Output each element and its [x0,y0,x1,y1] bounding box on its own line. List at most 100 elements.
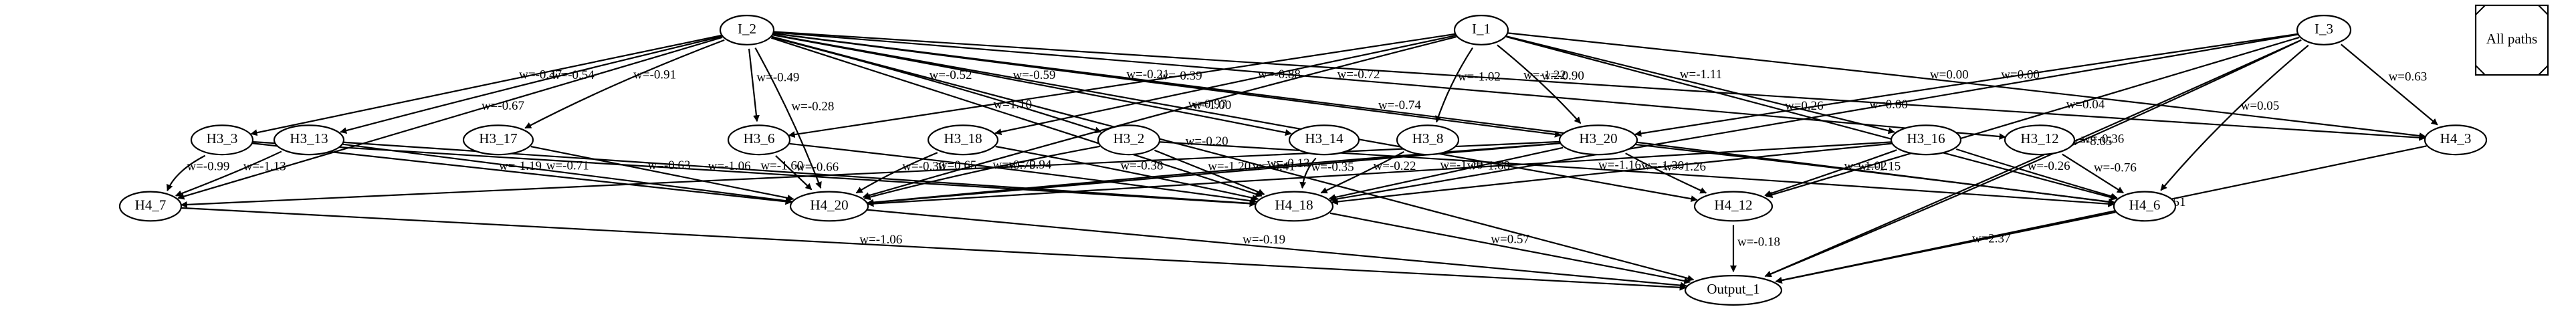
edge-H3_12-to-H4_6: w=-0.76 [2062,153,2137,194]
edge-weight-label: w=0.65 [938,159,977,173]
edge-line [1435,47,1474,123]
edge-line [167,154,206,191]
edge-line [867,142,1560,206]
node-ellipse [1288,124,1360,156]
node-label: H3_8 [1412,130,1444,146]
node-label: H3_12 [2020,130,2058,146]
edge-weight-label: w=-0.76 [2094,161,2137,175]
edge-H4_12-to-Output_1: w=-0.18 [1730,225,1780,272]
edge-H3_20-to-H4_20: w=-0.13 [867,142,1560,206]
node-label: I_3 [2315,21,2333,37]
edge-I_3-to-Output_1: w=-8.05 [1764,39,2302,278]
edge-I_2-to-H4_20: w=-0.28 [754,47,834,189]
edge-line [773,31,2426,141]
edge-I_2-to-H3_6: w=-0.49 [748,48,799,122]
edge-H3_16-to-H4_6: w=-0.26 [1955,148,2118,200]
edge-H3_20-to-H4_6: w=-1.15 [1636,143,2115,205]
edge-line [1299,157,1317,189]
edge-H4_20-to-Output_1: w=-0.19 [867,209,1687,289]
edge-weight-label: w=-0.59 [1012,68,1055,82]
edge-weight-label: w=-0.52 [930,68,972,82]
edge-line [1764,149,1897,197]
edge-weight-label: w=-1.11 [1680,68,1722,82]
node-h3-16: H3_16 [1890,124,1962,156]
edge-weight-label: w=-1.02 [1458,70,1501,84]
node-i-3: I_3 [2296,15,2352,45]
edge-line [1328,146,1564,201]
edge-line [1764,39,2302,278]
edge-I_2-to-H4_7: w=-0.67 [177,36,723,200]
edge-H3_6-to-H4_20: w=-0.66 [775,154,839,191]
node-h4-3: H4_3 [2424,124,2488,156]
edge-I_3-to-Output_1: w=-0.36 [1764,39,2302,278]
node-h3-6: H3_6 [727,124,791,156]
node-ellipse [1693,191,1774,222]
edge-line [1775,211,2116,284]
edge-weight-label: w=2.37 [1972,231,2011,245]
node-h3-12: H3_12 [2004,124,2076,156]
edge-line [1636,143,2115,205]
edge-line [772,33,1698,203]
edge-H3_13-to-H4_7: w=-1.13 [175,150,286,197]
edge-weight-label: w=-1.60 [760,159,803,173]
node-ellipse [2296,15,2352,45]
node-h3-20: H3_20 [1558,124,1638,156]
edge-weight-label: w=-0.90 [1541,69,1584,83]
edge-I_2-to-H4_18: w=1.10 [771,37,1263,197]
edge-weight-label: w=-0.21 [1126,68,1169,82]
legend-box: All paths [2474,4,2549,76]
edge-I_1-to-H4_20: w=0.97 [862,35,1457,199]
edge-weight-label: w=1.00 [1193,98,1232,112]
node-ellipse [273,124,345,156]
edge-weight-label: w=-1.06 [859,233,902,247]
edge-line [771,36,1102,134]
edge-weight-label: w=-0.49 [756,71,799,85]
node-ellipse [118,191,183,222]
node-h3-8: H3_8 [1396,124,1460,156]
edge-weight-label: w=-0.75 [992,158,1035,172]
node-label: H3_16 [1907,130,1945,146]
edge-weight-label: w=-0.72 [1337,68,1380,82]
edge-line [342,143,792,205]
edge-weight-label: w=-0.39 [1160,69,1202,83]
edge-weight-label: w=-0.19 [1243,233,1285,247]
node-h4-7: H4_7 [118,191,183,222]
edge-weight-label: w=-1.40 [1440,158,1483,172]
edge-weight-label: w=-1.22 [1523,68,1566,82]
edge-weight-label: w=-0.99 [187,160,229,174]
edge-line [1765,36,2300,198]
node-label: H4_20 [810,197,848,213]
edge-line [995,145,1259,201]
edge-weight-label: w=0.04 [2066,98,2105,112]
edge-I_2-to-H4_12: w=1.00 [772,33,1698,203]
edge-H3_16-to-H4_12: w=-1.02 [1764,149,1897,197]
edge-line [748,48,760,122]
edge-line [1507,32,2426,140]
edge-line [2341,43,2438,126]
edge-weight-label: w=-1.16 [1598,159,1641,173]
edge-line [524,39,725,129]
edge-line [252,140,1257,207]
node-ellipse [727,124,791,156]
node-i-2: I_2 [719,15,775,45]
node-ellipse [789,191,869,222]
edge-line [788,142,1257,205]
node-h3-3: H3_3 [190,124,254,156]
edge-line [775,154,813,191]
node-h4-20: H4_20 [789,191,869,222]
edge-line [863,145,1100,201]
node-label: H3_17 [479,130,517,146]
edge-H4_18-to-Output_1: w=0.57 [1329,212,1691,284]
node-ellipse [2004,124,2076,156]
node-label: H4_3 [2440,130,2472,146]
node-h4-12: H4_12 [1693,191,1774,222]
edge-I_3-to-H4_18: w=0.00 [1329,33,2298,203]
edge-line [773,31,2006,140]
edge-weight-label: w=-0.88 [1258,68,1301,82]
edge-H3_18-to-H4_18: w=-0.38 [995,145,1259,201]
node-ellipse [1097,124,1161,156]
edge-I_1-to-H3_20: w=-0.90 [1497,44,1584,124]
edge-weight-label: w=-0.38 [1120,159,1163,173]
edge-line [175,150,282,197]
